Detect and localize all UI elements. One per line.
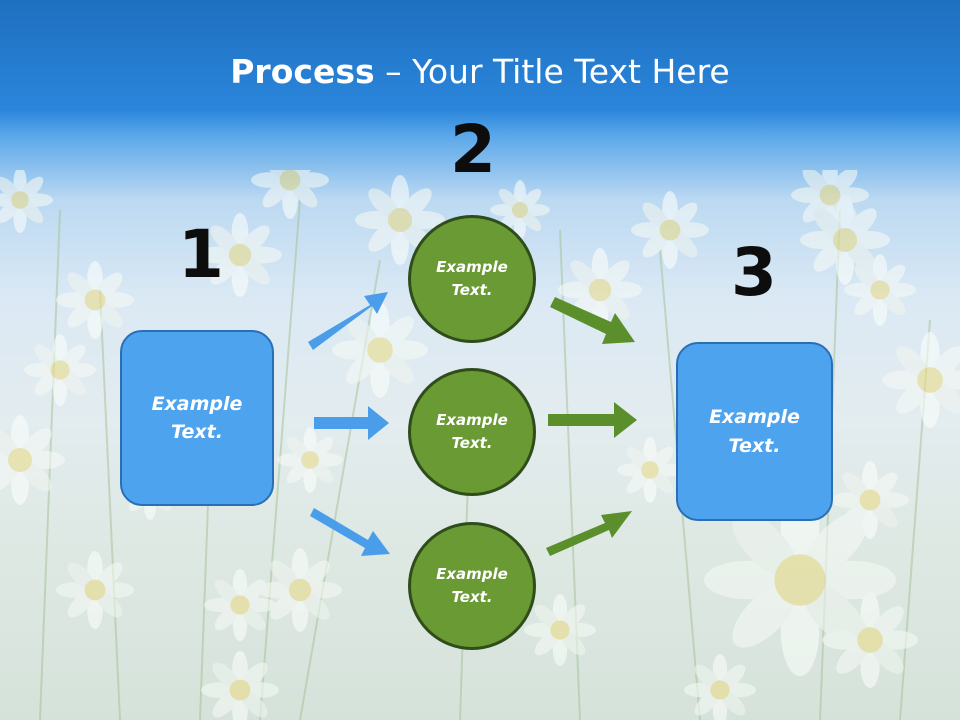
slide-title-bold: Process: [230, 52, 375, 91]
step-1-box: Example Text.: [120, 330, 274, 506]
green-arrow-up: [546, 511, 632, 556]
circle-middle-label: Example Text.: [436, 410, 508, 452]
circle-top-label: Example Text.: [436, 257, 508, 299]
step-number-2: 2: [450, 111, 496, 188]
step-2-circle-top: Example Text.: [408, 215, 536, 343]
step-3-label: Example Text.: [709, 406, 800, 457]
slide-title: Process – Your Title Text Here: [0, 52, 960, 91]
blue-arrow-down: [310, 508, 390, 556]
circle-bottom-label: Example Text.: [436, 564, 508, 606]
step-2-circle-middle: Example Text.: [408, 368, 536, 496]
green-arrow-down: [550, 297, 635, 344]
slide-title-rest: – Your Title Text Here: [374, 52, 730, 91]
step-3-box: Example Text.: [676, 342, 833, 521]
step-2-circle-bottom: Example Text.: [408, 522, 536, 650]
step-number-3: 3: [731, 234, 777, 311]
blue-arrow-middle: [314, 406, 389, 440]
step-1-label: Example Text.: [151, 392, 243, 444]
step-number-1: 1: [178, 216, 224, 293]
blue-arrow-up: [308, 292, 388, 350]
green-arrow-middle: [548, 402, 637, 438]
